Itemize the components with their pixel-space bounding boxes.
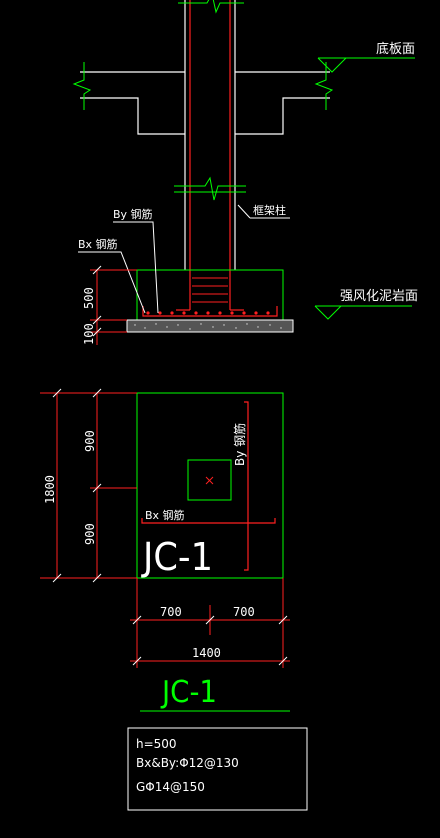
by-rebar-leader: [113, 221, 159, 314]
plan-dim-700-right: 700: [233, 605, 255, 619]
plan-column-center-mark: [205, 476, 214, 485]
bottom-mat-rebar: [142, 306, 278, 317]
column-label: 框架柱: [253, 203, 286, 217]
stirrups: [192, 277, 228, 303]
note-g: GΦ14@150: [136, 780, 205, 794]
title-text: JC-1: [160, 675, 217, 710]
rebar-dots: [146, 311, 270, 315]
plan-dim-900-bottom: 900: [83, 523, 97, 545]
by-rebar-label: By 钢筋: [113, 207, 153, 221]
plan-bx-label: Bx 钢筋: [145, 508, 185, 522]
plan-bx-rebar: [141, 518, 276, 524]
lean-concrete-slab: [126, 319, 294, 333]
dim-500-label: 500: [82, 287, 96, 309]
bx-rebar-leader: [78, 251, 146, 314]
plan-dim-900-top: 900: [83, 430, 97, 452]
floor-slab-bottom-left: [80, 97, 185, 135]
rock-level-label: 强风化泥岩面: [340, 289, 418, 304]
plan-column-outline: [187, 459, 232, 501]
note-h: h=500: [136, 737, 177, 751]
plan-dim-1800: 1800: [43, 475, 57, 504]
floor-label: 底板面: [376, 41, 415, 57]
bx-rebar-label: Bx 钢筋: [78, 237, 118, 251]
section-dim-ticks: [92, 265, 102, 337]
plan-by-rebar: [244, 401, 249, 571]
slab-hatching: [134, 323, 282, 330]
section-view: 底板面 框架柱: [72, 0, 418, 345]
notes-box: h=500 Bx&By:Φ12@130 GΦ14@150: [127, 727, 308, 811]
drawing-title: JC-1: [140, 675, 290, 712]
note-bxby: Bx&By:Φ12@130: [136, 756, 239, 770]
plan-dim-1400: 1400: [192, 646, 221, 660]
break-mark-left: [72, 62, 92, 110]
break-mark-right: [314, 62, 334, 110]
plan-mark: JC-1: [141, 535, 213, 579]
dim-100-label: 100: [82, 323, 96, 345]
floor-slab-bottom-right: [235, 97, 330, 135]
column-break-top: [178, 0, 244, 14]
notes-frame: [127, 727, 308, 811]
plan-vertical-dim: [40, 388, 137, 583]
floor-level-triangle: [317, 57, 347, 73]
plan-view: By 钢筋 Bx 钢筋 JC-1 1800 900 900: [40, 388, 290, 668]
plan-footing-outline: [136, 392, 284, 579]
plan-dim-700-left: 700: [160, 605, 182, 619]
column-break-mid: [174, 176, 246, 201]
plan-by-label: By 钢筋: [232, 423, 247, 466]
rock-level-triangle: [314, 305, 342, 320]
column-leader: [237, 204, 251, 219]
plan-horizontal-dim: [130, 578, 290, 668]
